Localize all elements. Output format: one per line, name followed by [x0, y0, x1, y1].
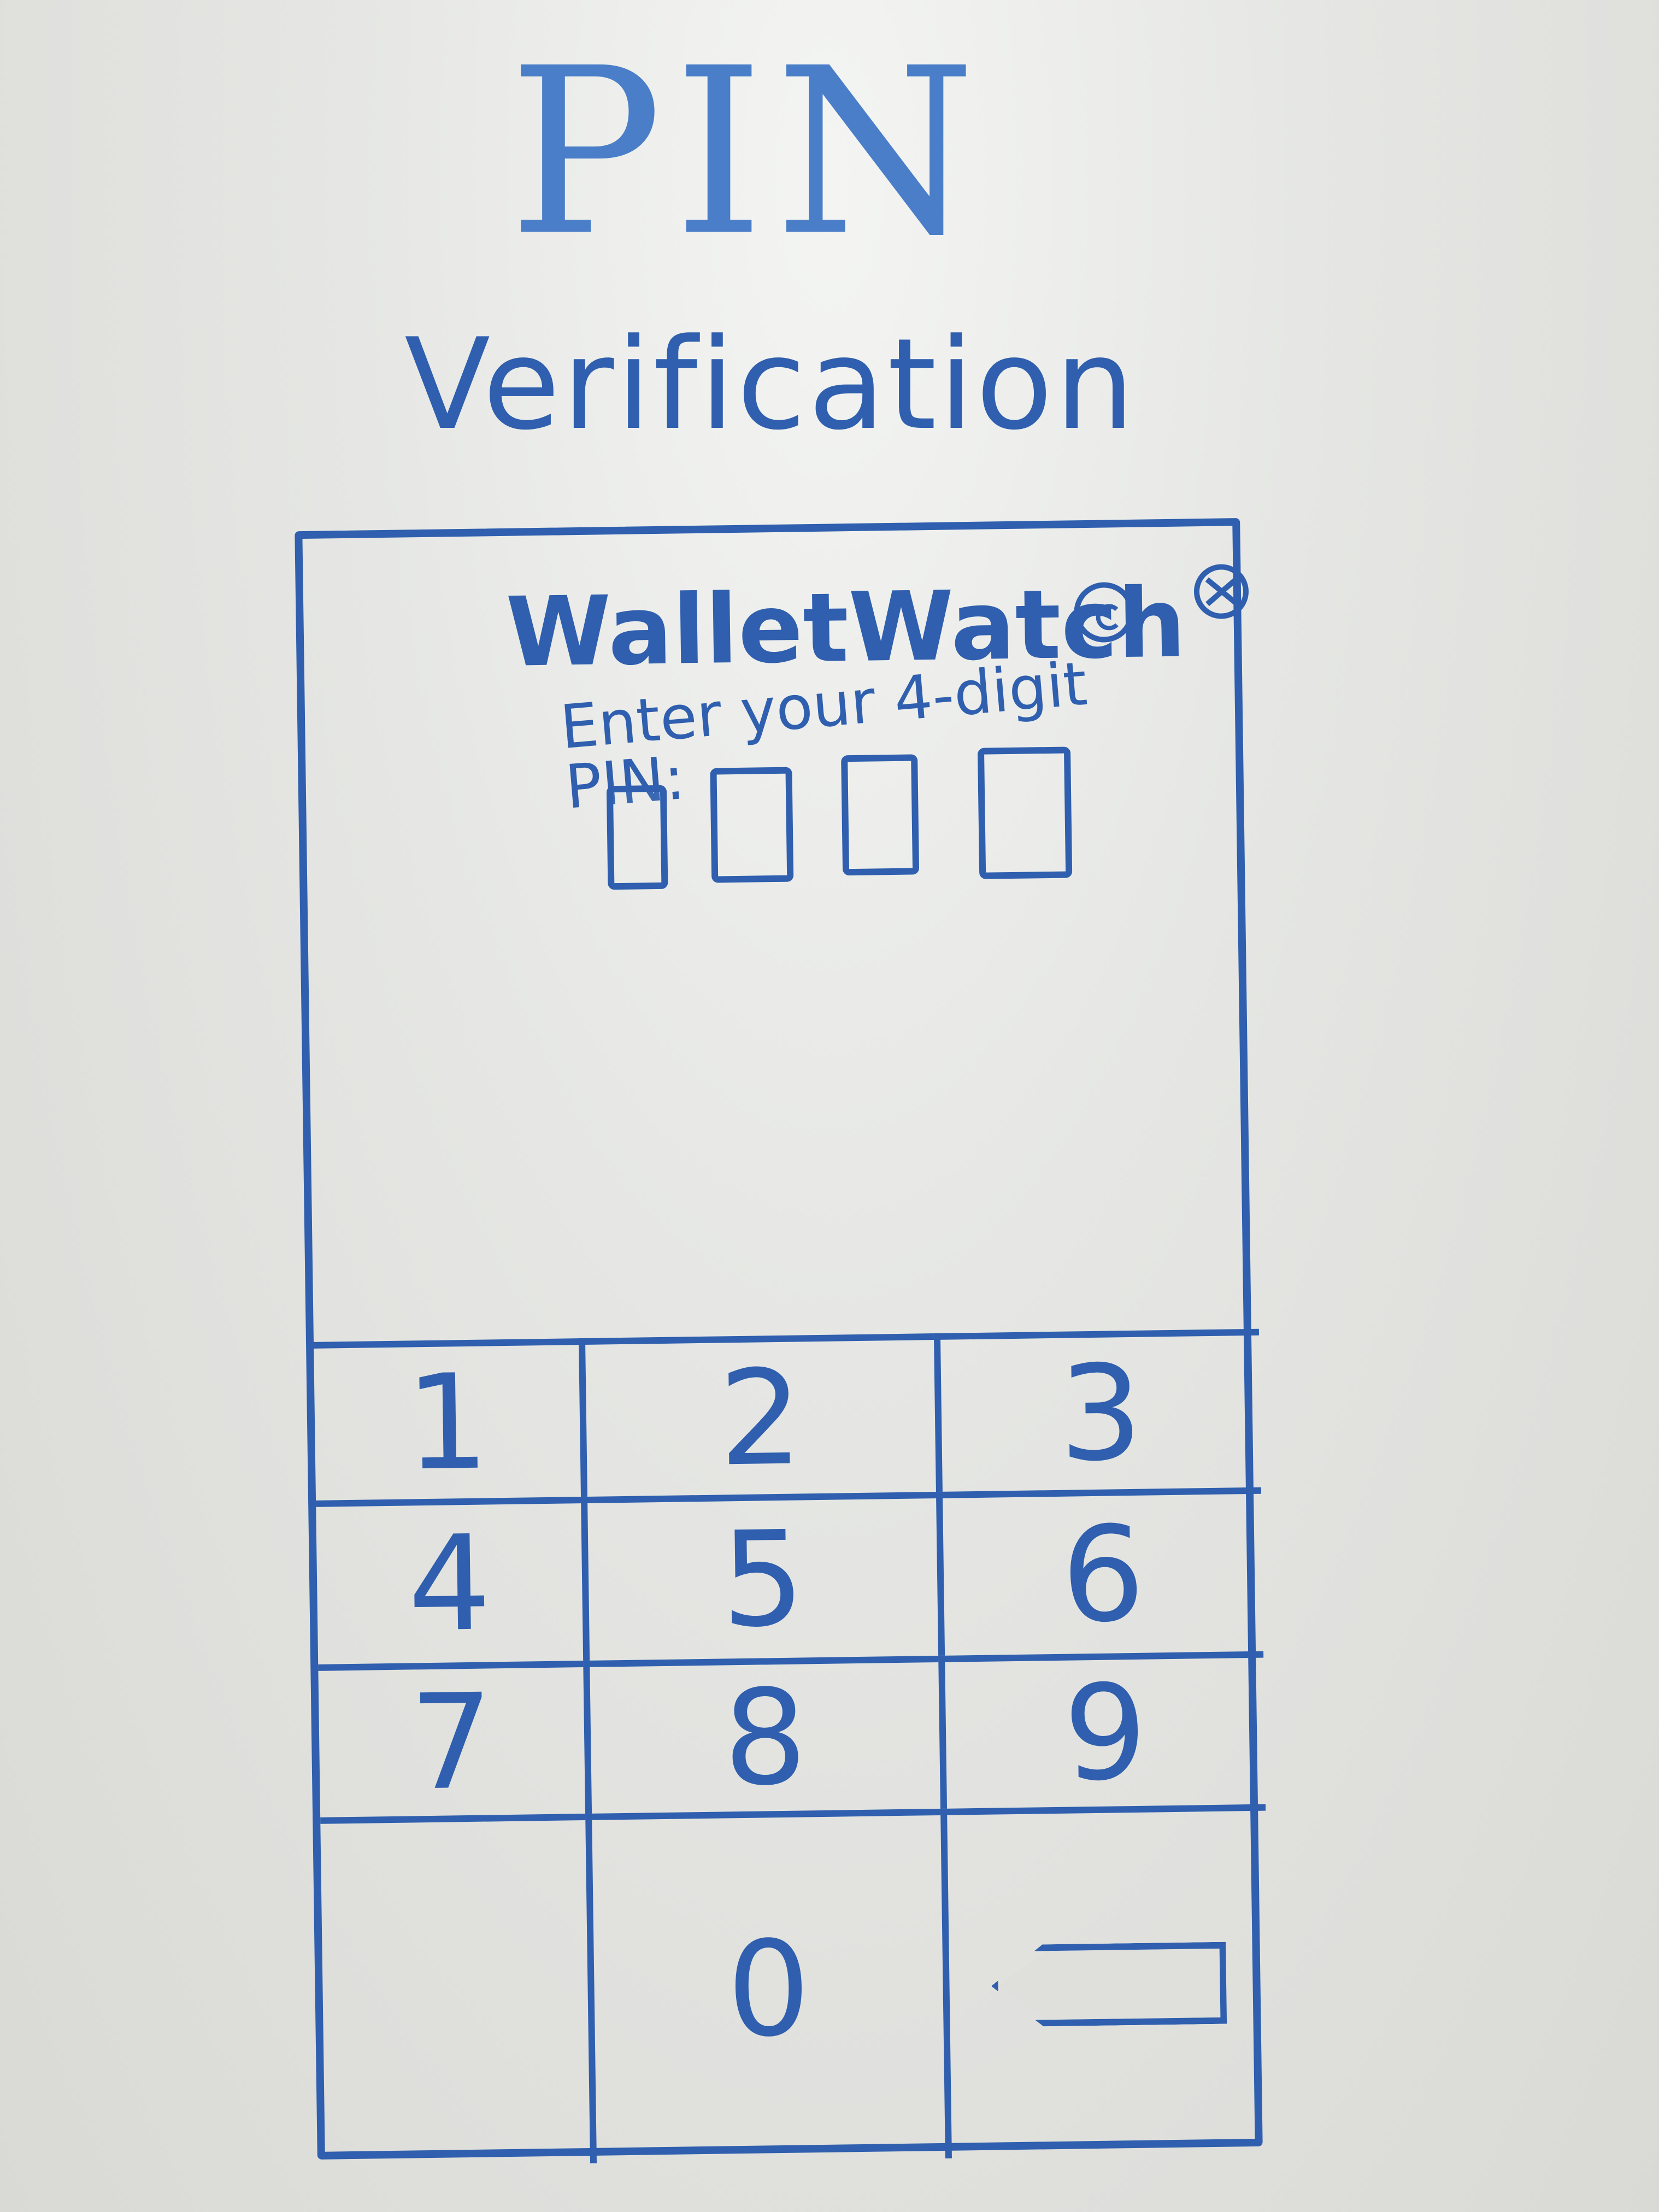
page-subtitle: Verification	[404, 312, 1137, 458]
backspace-icon	[991, 1942, 1227, 2027]
pin-input-group	[606, 746, 1099, 896]
key-0[interactable]: 0	[585, 1808, 945, 2163]
close-icon[interactable]	[1193, 563, 1249, 620]
phone-frame: WalletWatch Enter your 4-digit PIN: 1 2 …	[295, 518, 1270, 2167]
key-6[interactable]: 6	[936, 1487, 1264, 1656]
key-9[interactable]: 9	[938, 1651, 1266, 1810]
page-title: PIN	[508, 19, 987, 286]
pin-box[interactable]	[841, 754, 920, 876]
key-4[interactable]: 4	[316, 1497, 584, 1664]
backspace-button[interactable]	[940, 1804, 1270, 2158]
key-1[interactable]: 1	[313, 1338, 581, 1501]
key-5[interactable]: 5	[581, 1492, 939, 1661]
blank-key	[320, 1814, 591, 2167]
pin-box[interactable]	[606, 785, 668, 890]
key-8[interactable]: 8	[583, 1655, 941, 1815]
pin-box[interactable]	[710, 767, 794, 883]
key-7[interactable]: 7	[318, 1661, 586, 1819]
keypad: 1 2 3 4 5 6 7 8 9 0	[313, 1328, 1270, 2167]
pin-box[interactable]	[977, 746, 1073, 879]
key-3[interactable]: 3	[933, 1328, 1261, 1492]
key-2[interactable]: 2	[578, 1333, 936, 1497]
